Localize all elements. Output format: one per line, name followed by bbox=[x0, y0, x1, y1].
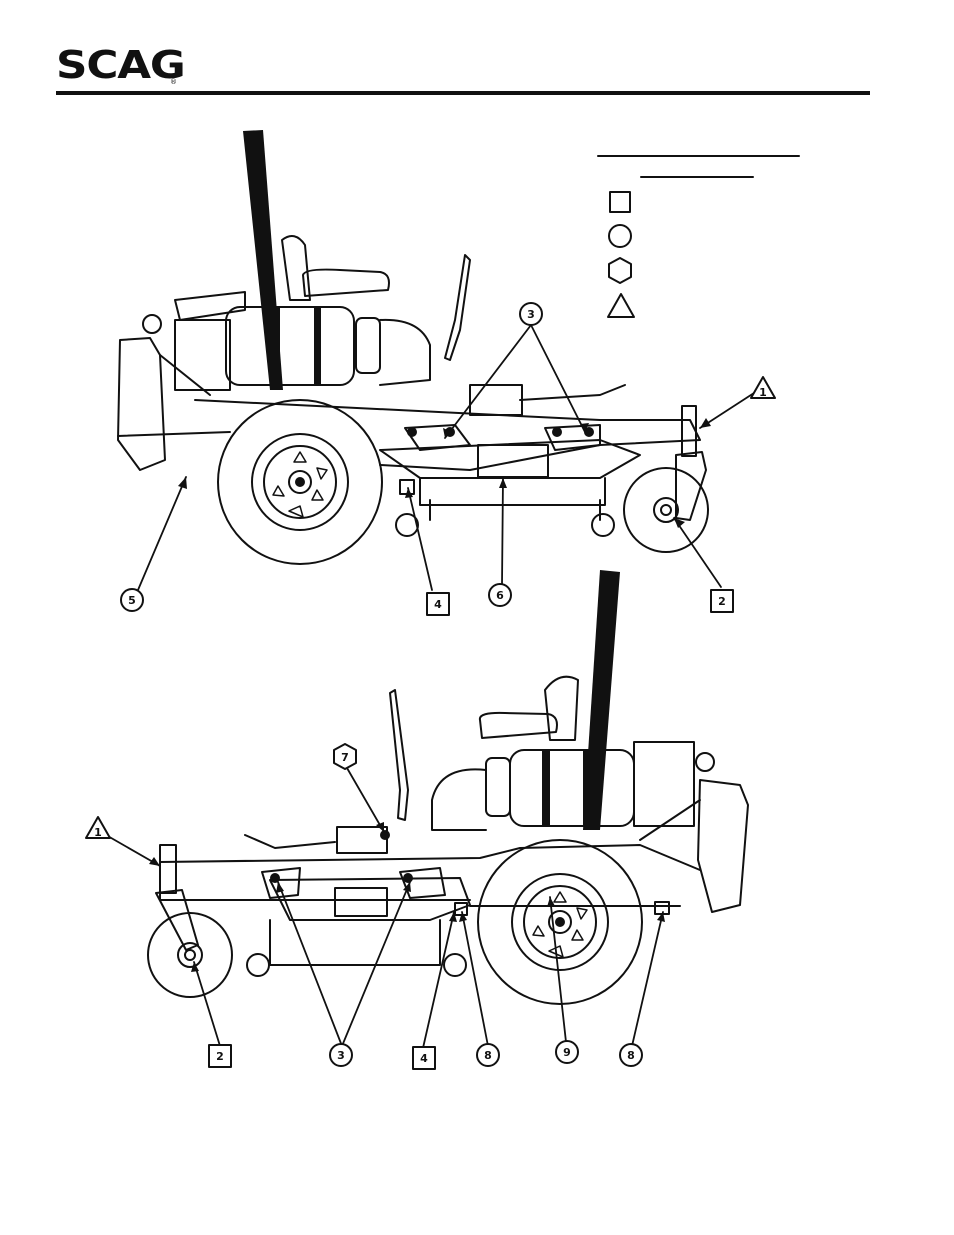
callout-3-top: 3 bbox=[520, 303, 542, 325]
callout-4-bottom: 4 bbox=[413, 1047, 435, 1069]
frame-rear bbox=[118, 432, 230, 436]
callout-label: 9 bbox=[563, 1046, 571, 1059]
callout-label: 4 bbox=[420, 1052, 428, 1065]
caster-post bbox=[160, 845, 176, 893]
deck-skirt bbox=[420, 478, 605, 520]
callout-6-top: 6 bbox=[489, 584, 511, 606]
callout-5-top: 5 bbox=[121, 589, 143, 611]
triangle-icon bbox=[608, 294, 634, 317]
callout-3-bottom: 3 bbox=[330, 1044, 352, 1066]
anti-scalp-roller-rear bbox=[444, 954, 466, 976]
mower-left-view: 1 2 3 4 5 6 bbox=[118, 130, 775, 615]
steering-lever bbox=[390, 690, 408, 820]
deck-lift-link bbox=[245, 835, 335, 848]
seat-cushion bbox=[303, 270, 389, 296]
anti-scalp-roller-front bbox=[592, 514, 614, 536]
seat-cushion bbox=[480, 713, 557, 738]
caster-post bbox=[682, 406, 696, 456]
grease-point bbox=[271, 874, 279, 882]
frame-lower bbox=[160, 862, 470, 900]
deck-step-plate bbox=[470, 385, 522, 415]
tank-strap-2 bbox=[314, 308, 321, 384]
callout-label: 6 bbox=[496, 589, 504, 602]
tank-strap-1 bbox=[542, 751, 550, 825]
square-icon bbox=[610, 192, 630, 212]
engine-block bbox=[175, 320, 230, 390]
callout-label: 2 bbox=[718, 595, 726, 608]
grease-point bbox=[408, 428, 416, 436]
seat-back bbox=[545, 677, 578, 740]
fuel-tank bbox=[510, 750, 634, 826]
rear-axle bbox=[296, 478, 304, 486]
callout-label: 4 bbox=[434, 598, 442, 611]
callout-9-bottom: 9 bbox=[556, 1041, 578, 1063]
grease-point bbox=[553, 428, 561, 436]
tank-strap-1 bbox=[273, 308, 280, 384]
callout-1-top: 1 bbox=[751, 377, 775, 399]
hexagon-icon bbox=[609, 258, 631, 283]
anti-scalp-roller-front bbox=[247, 954, 269, 976]
tank-cap-housing bbox=[486, 758, 510, 816]
callout-2-top: 2 bbox=[711, 590, 733, 612]
caster-axle bbox=[661, 505, 671, 515]
leader-arrowheads-top bbox=[178, 418, 711, 528]
engine-block bbox=[634, 742, 694, 826]
rear-bumper bbox=[698, 780, 748, 912]
callout-label: 1 bbox=[759, 386, 767, 399]
caster-hub bbox=[178, 943, 202, 967]
steering-lever bbox=[445, 255, 470, 360]
callout-label: 8 bbox=[484, 1049, 492, 1062]
legend bbox=[598, 156, 799, 317]
rear-brace bbox=[640, 800, 700, 840]
callout-1-bottom: 1 bbox=[86, 817, 110, 839]
rear-axle bbox=[556, 918, 564, 926]
lift-arm-front bbox=[262, 868, 300, 898]
seat-back bbox=[282, 236, 310, 300]
front-caster-wheel bbox=[624, 468, 708, 552]
callout-label: 1 bbox=[94, 826, 102, 839]
callout-4-top: 4 bbox=[427, 593, 449, 615]
rear-bumper bbox=[118, 338, 165, 470]
grease-point bbox=[381, 831, 389, 839]
rear-guard bbox=[175, 292, 245, 320]
grease-point bbox=[404, 874, 412, 882]
callout-8-bottom-right: 8 bbox=[620, 1044, 642, 1066]
fuel-tank bbox=[226, 307, 354, 385]
tank-strap-2 bbox=[583, 751, 591, 825]
engine-cover bbox=[380, 320, 430, 385]
callout-label: 8 bbox=[627, 1049, 635, 1062]
callout-label: 7 bbox=[341, 751, 349, 764]
callout-label: 3 bbox=[337, 1049, 345, 1062]
callout-2-bottom: 2 bbox=[209, 1045, 231, 1067]
grease-fitting-bracket bbox=[655, 902, 669, 914]
circle-icon bbox=[609, 225, 631, 247]
mower-right-view: 1 2 3 4 7 8 9 8 bbox=[86, 570, 748, 1069]
caster-axle bbox=[185, 950, 195, 960]
engine-cover bbox=[432, 769, 486, 830]
callout-label: 5 bbox=[128, 594, 136, 607]
engine-pulley bbox=[696, 753, 714, 771]
lift-arm-rear bbox=[400, 868, 445, 898]
callout-8-bottom-left: 8 bbox=[477, 1044, 499, 1066]
callout-label: 2 bbox=[216, 1050, 224, 1063]
tank-cap-housing bbox=[356, 318, 380, 373]
callout-7-bottom: 7 bbox=[334, 744, 356, 769]
deck-lift-link bbox=[520, 385, 625, 400]
deck-step-plate bbox=[337, 827, 387, 853]
engine-pulley bbox=[143, 315, 161, 333]
callout-label: 3 bbox=[527, 308, 535, 321]
front-caster-wheel bbox=[148, 913, 232, 997]
deck-belt-cover bbox=[335, 888, 387, 916]
